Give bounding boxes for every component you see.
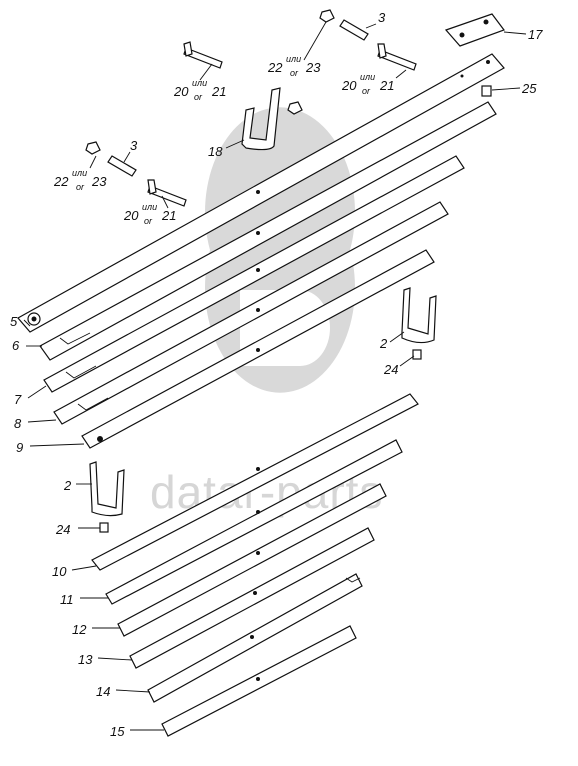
leaf-9 [81,249,435,449]
label-24-right: 24 [383,362,398,377]
alt-ref-e: 20 или or 21 [123,202,176,226]
alt-ref-b: 22 или or 23 [267,54,321,78]
label-12: 12 [72,622,87,637]
svg-text:or: or [76,182,85,192]
bolt-24-right [412,349,422,360]
svg-text:21: 21 [211,84,226,99]
svg-text:23: 23 [305,60,321,75]
alt-ref-c: 20 или or 21 [341,72,394,96]
label-2-right: 2 [379,336,388,351]
svg-text:или: или [142,202,157,212]
svg-text:or: or [290,68,299,78]
label-8: 8 [14,416,22,431]
leader-lines [23,21,527,731]
svg-text:or: or [144,216,153,226]
svg-text:or: or [194,92,203,102]
pin-3-left [107,155,137,177]
leaf-10 [91,393,419,571]
bolt-24-left [99,522,109,533]
svg-text:или: или [360,72,375,82]
label-9: 9 [16,440,23,455]
leaf-5 [17,53,505,333]
bolt-20-right [377,43,417,71]
leaf-11 [105,439,403,605]
leaf-6 [39,101,497,361]
svg-text:23: 23 [91,174,107,189]
label-2-left: 2 [63,478,72,493]
svg-text:или: или [286,54,301,64]
u-clamp-2-left [89,461,125,517]
leaf-13 [129,527,375,669]
svg-text:22: 22 [267,60,283,75]
label-18: 18 [208,144,223,159]
label-15: 15 [110,724,125,739]
svg-text:20: 20 [341,78,357,93]
label-5: 5 [10,314,18,329]
leaf-8 [53,201,449,425]
alt-ref-a: 20 или or 21 [173,78,226,102]
bolt-25 [481,85,492,97]
svg-text:22: 22 [53,174,69,189]
label-24-left: 24 [55,522,70,537]
bolt-20-top [183,41,223,69]
label-7: 7 [14,392,22,407]
label-14: 14 [96,684,110,699]
label-13: 13 [78,652,93,667]
svg-text:21: 21 [379,78,394,93]
svg-text:20: 20 [173,84,189,99]
label-17: 17 [528,27,543,42]
svg-text:or: or [362,86,371,96]
label-3-left: 3 [130,138,138,153]
label-6: 6 [12,338,20,353]
leaf-7 [43,155,465,393]
svg-text:21: 21 [161,208,176,223]
alt-ref-d: 22 или or 23 [53,168,107,192]
nut-22-left [85,141,101,155]
svg-text:или: или [192,78,207,88]
part-labels: 17 25 18 3 3 5 6 7 8 9 2 24 2 24 10 11 1… [10,10,543,739]
bolt-20-left [147,179,187,207]
svg-text:20: 20 [123,208,139,223]
label-25: 25 [521,81,537,96]
leaf-14 [147,573,363,703]
plate-17 [444,13,505,47]
svg-text:или: или [72,168,87,178]
u-clamp-18 [241,87,281,151]
u-clamp-2-right [401,287,437,344]
leaf-12 [117,483,387,637]
label-3-top: 3 [378,10,386,25]
pin-3-top [339,19,369,41]
nut-22-top [287,9,335,115]
label-11: 11 [60,592,74,607]
leaf-15 [161,625,357,737]
label-10: 10 [52,564,67,579]
